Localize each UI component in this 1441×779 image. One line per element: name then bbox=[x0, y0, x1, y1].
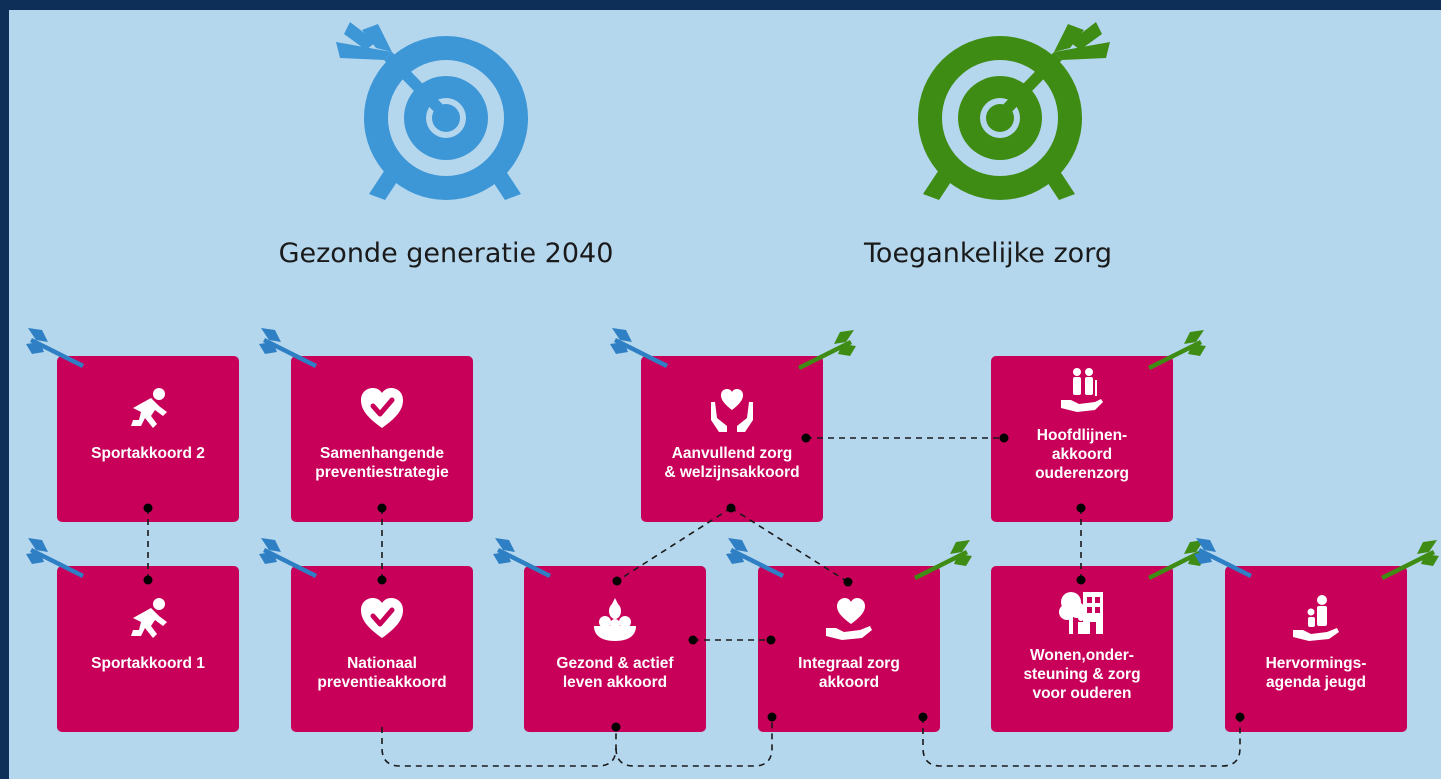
blue-dart-icon bbox=[26, 328, 84, 368]
connector-dot bbox=[726, 503, 736, 513]
connector-dot bbox=[688, 635, 698, 645]
card-hervormingsagenda-jeugd: Hervormings- agenda jeugd bbox=[1225, 566, 1407, 732]
card-nationaal-preventieakkoord: Nationaal preventieakkoord bbox=[291, 566, 473, 732]
heart-check-icon bbox=[361, 388, 403, 428]
card-label: Nationaal preventieakkoord bbox=[317, 655, 447, 691]
card-label: Wonen,onder- steuning & zorg voor oudere… bbox=[1023, 647, 1141, 702]
card-aanvullend-zorg-welzijnsakkoord: Aanvullend zorg & welzijnsakkoord bbox=[641, 356, 823, 522]
green-dart-icon bbox=[914, 540, 972, 580]
card-hoofdlijnenakkoord-ouderenzorg: Hoofdlijnen- akkoord ouderenzorg bbox=[991, 356, 1173, 522]
blue-dart-icon bbox=[26, 538, 84, 578]
tree-building-icon bbox=[1059, 592, 1103, 634]
connector-dot bbox=[1235, 712, 1245, 722]
connector-dot bbox=[1076, 575, 1086, 585]
heart-check-icon bbox=[361, 598, 403, 638]
card-wonen-ondersteuning-zorg-ouderen: Wonen,onder- steuning & zorg voor oudere… bbox=[991, 566, 1173, 732]
connector-dot bbox=[377, 575, 387, 585]
card-label: Gezond & actief leven akkoord bbox=[556, 655, 674, 691]
card-samenhangende-preventiestrategie: Samenhangende preventiestrategie bbox=[291, 356, 473, 522]
green-dart-icon bbox=[798, 330, 856, 370]
connector-line bbox=[922, 717, 1241, 767]
connector-dot bbox=[843, 577, 853, 587]
blue-dart-icon bbox=[726, 538, 784, 578]
heart-hand-icon bbox=[826, 598, 872, 640]
goal-title-gezonde-generatie: Gezonde generatie 2040 bbox=[278, 238, 614, 269]
parent-child-hand-icon bbox=[1293, 595, 1339, 641]
green-dart-icon bbox=[1148, 330, 1206, 370]
card-label: Samenhangende preventiestrategie bbox=[315, 445, 449, 481]
target-arrow-icon bbox=[918, 22, 1110, 200]
target-arrow-icon bbox=[336, 22, 528, 200]
card-sportakkoord-1: Sportakkoord 1 bbox=[57, 566, 239, 732]
card-label: Integraal zorg akkoord bbox=[798, 655, 900, 691]
connector-dot bbox=[918, 712, 928, 722]
connector-dot bbox=[767, 712, 777, 722]
connector-dot bbox=[801, 433, 811, 443]
runner-start-icon bbox=[131, 598, 167, 638]
blue-dart-icon bbox=[610, 328, 668, 368]
card-label: Hervormings- agenda jeugd bbox=[1265, 655, 1367, 691]
blue-dart-icon bbox=[493, 538, 551, 578]
connector-dot bbox=[143, 503, 153, 513]
goal-title-toegankelijke-zorg: Toegankelijke zorg bbox=[864, 238, 1112, 269]
card-label: Aanvullend zorg & welzijnsakkoord bbox=[664, 445, 800, 481]
connector-dot bbox=[611, 722, 621, 732]
blue-dart-icon bbox=[259, 538, 317, 578]
card-label: Hoofdlijnen- akkoord ouderenzorg bbox=[1035, 427, 1129, 482]
fruit-bowl-icon bbox=[594, 598, 636, 641]
connector-dot bbox=[612, 576, 622, 586]
runner-start-icon bbox=[131, 388, 167, 428]
connector-dot bbox=[143, 575, 153, 585]
connector-dot bbox=[377, 503, 387, 513]
connector-dot bbox=[999, 433, 1009, 443]
card-label: Sportakkoord 1 bbox=[91, 655, 205, 672]
hands-heart-icon bbox=[711, 389, 753, 432]
green-dart-icon bbox=[1381, 540, 1439, 580]
connector-line bbox=[616, 507, 732, 582]
blue-dart-icon bbox=[259, 328, 317, 368]
connector-line bbox=[730, 507, 849, 583]
connector-dot bbox=[1076, 503, 1086, 513]
card-integraal-zorg-akkoord: Integraal zorg akkoord bbox=[758, 566, 940, 732]
connector-line bbox=[381, 727, 617, 767]
connector-dot bbox=[766, 635, 776, 645]
card-gezond-actief-leven-akkoord: Gezond & actief leven akkoord bbox=[524, 566, 706, 732]
elderly-hand-icon bbox=[1061, 368, 1103, 412]
card-label: Sportakkoord 2 bbox=[91, 445, 205, 462]
connector-line bbox=[615, 717, 773, 767]
card-sportakkoord-2: Sportakkoord 2 bbox=[57, 356, 239, 522]
blue-dart-icon bbox=[1194, 538, 1252, 578]
